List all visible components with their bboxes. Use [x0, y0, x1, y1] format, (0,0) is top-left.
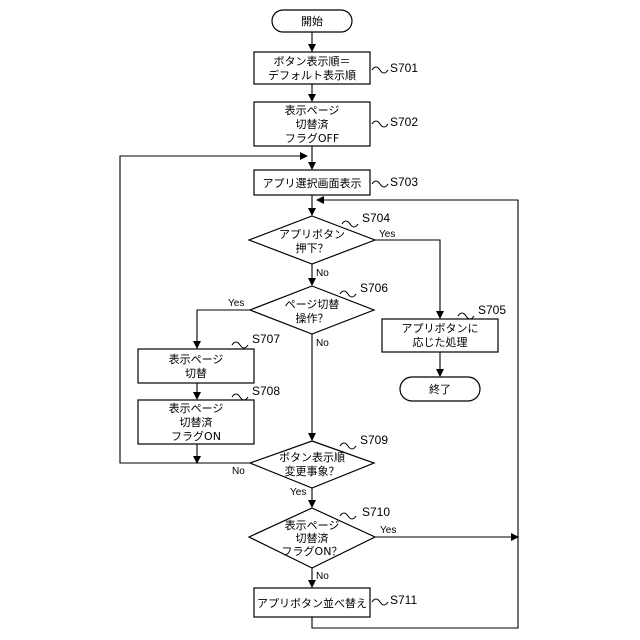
s710-leader [340, 513, 356, 519]
s707-leader [232, 342, 248, 348]
s703-step-label: S703 [390, 175, 418, 189]
s702-leader [372, 121, 388, 127]
s710-line-3: フラグON？ [282, 544, 343, 558]
s708-leader [232, 394, 248, 400]
end-label: 終了 [429, 382, 451, 396]
edge-s706-yes-s707 [197, 310, 250, 348]
s701-step-label: S701 [390, 61, 418, 75]
s710-line-1: 表示ページ [285, 518, 340, 532]
edge-s704-yes-s705 [375, 240, 440, 318]
s705-leader [458, 313, 474, 319]
s705-step-label: S705 [478, 303, 506, 317]
decision-s706: ページ切替 操作？ [250, 286, 374, 334]
s706-no-label: No [316, 338, 329, 349]
edge-s711-loop [312, 200, 518, 628]
s710-line-2: 切替済 [296, 531, 329, 545]
s706-yes-label: Yes [228, 298, 244, 309]
s711-step-label: S711 [390, 593, 417, 607]
end-terminal: 終了 [400, 377, 480, 401]
s708-line-2: 切替済 [180, 415, 213, 429]
s702-line-1: 表示ページ [285, 103, 340, 117]
s708-line-3: フラグON [171, 429, 221, 443]
s706-leader [340, 291, 356, 297]
s705-line-1: アプリボタンに [402, 322, 479, 335]
s709-step-label: S709 [360, 433, 388, 447]
s704-yes-label: Yes [379, 229, 395, 240]
s709-line-2: 変更事象？ [285, 464, 340, 478]
s704-leader [342, 221, 358, 227]
s703-line-1: アプリ選択画面表示 [263, 176, 362, 190]
process-s701: ボタン表示順＝ デフォルト表示順 [254, 52, 370, 84]
start-label: 開始 [301, 14, 323, 28]
s709-line-1: ボタン表示順 [279, 450, 345, 464]
s707-line-2: 切替 [185, 366, 207, 380]
s704-line-1: アプリボタン [279, 228, 345, 241]
process-s711: アプリボタン並べ替え [254, 588, 370, 617]
s710-step-label: S710 [362, 505, 390, 519]
s711-line-1: アプリボタン並べ替え [257, 596, 367, 610]
s710-yes-label: Yes [380, 525, 396, 536]
s702-step-label: S702 [390, 115, 418, 129]
process-s703: アプリ選択画面表示 [254, 170, 370, 195]
decision-s709: ボタン表示順 変更事象？ [250, 441, 374, 488]
s709-yes-label: Yes [290, 487, 306, 498]
s706-line-2: 操作？ [296, 311, 329, 325]
s704-no-label: No [316, 268, 329, 279]
s708-step-label: S708 [252, 384, 280, 398]
s701-line-2: デフォルト表示順 [268, 68, 356, 82]
s707-line-1: 表示ページ [169, 352, 224, 366]
s705-line-2: 応じた処理 [413, 335, 468, 349]
decision-s710: 表示ページ 切替済 フラグON？ [249, 508, 375, 568]
s701-line-1: ボタン表示順＝ [274, 54, 351, 68]
s702-line-3: フラグOFF [285, 131, 339, 145]
s710-no-label: No [316, 571, 329, 582]
s703-leader [372, 181, 388, 187]
process-s708: 表示ページ 切替済 フラグON [138, 400, 254, 444]
s711-leader [372, 599, 388, 605]
s704-line-2: 押下？ [296, 241, 329, 255]
s706-step-label: S706 [360, 281, 388, 295]
s706-line-1: ページ切替 [285, 297, 340, 311]
decision-s704: アプリボタン 押下？ [249, 216, 375, 264]
process-s702: 表示ページ 切替済 フラグOFF [254, 102, 370, 146]
process-s707: 表示ページ 切替 [138, 349, 254, 383]
s707-step-label: S707 [252, 332, 280, 346]
s702-line-2: 切替済 [296, 117, 329, 131]
s704-step-label: S704 [362, 211, 390, 225]
s709-leader [340, 443, 356, 449]
start-terminal: 開始 [272, 10, 352, 32]
process-s705: アプリボタンに 応じた処理 [382, 319, 498, 352]
s709-no-label: No [232, 466, 245, 477]
s708-line-1: 表示ページ [169, 401, 224, 415]
s701-leader [372, 67, 388, 73]
